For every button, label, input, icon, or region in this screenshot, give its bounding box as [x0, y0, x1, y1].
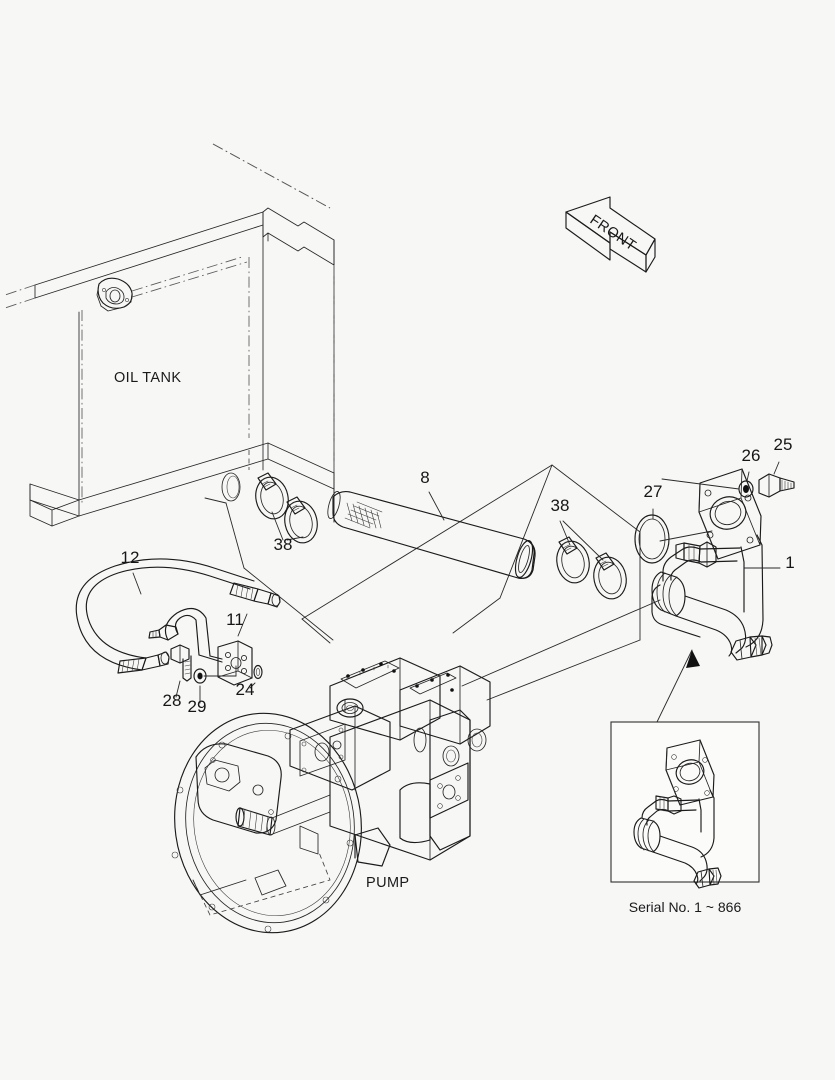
washer-assembly-line — [661, 478, 740, 490]
drain-hose-part-12 — [75, 558, 281, 674]
callout-number-27: 27 — [644, 482, 663, 501]
callout-25-leader — [773, 461, 780, 475]
hose-clamp-left-a — [255, 472, 289, 520]
hose-texture-hatch — [344, 501, 383, 529]
pump-spline-shaft — [235, 794, 331, 836]
bolt-part-28 — [170, 644, 192, 682]
callout-8-leader — [428, 491, 445, 521]
oil-tank-reference: OIL TANK — [4, 143, 335, 527]
drain-hose-fitting-right — [229, 582, 281, 608]
inset-suction-tube-drawing — [633, 739, 722, 889]
callout-number-1: 1 — [785, 553, 794, 572]
oil-tank-outlet-flange — [96, 277, 133, 312]
inset-pointer-line — [656, 649, 693, 723]
callout-number-12: 12 — [121, 548, 140, 567]
callout-38b-leader-1 — [559, 520, 571, 546]
callout-number-25: 25 — [774, 435, 793, 454]
drain-hose-fitting-left — [117, 651, 170, 674]
callout-38a-leader-1 — [271, 511, 284, 541]
callout-26-leader — [746, 471, 750, 482]
assembly-reference-lines — [204, 464, 661, 701]
callout-number-38-right: 38 — [551, 496, 570, 515]
callout-number-26: 26 — [742, 446, 761, 465]
o-ring-part-24 — [253, 664, 263, 680]
callout-28-leader — [175, 680, 181, 698]
callout-11-leader — [237, 613, 248, 637]
callout-number-29: 29 — [188, 697, 207, 716]
tube-nipple-upper — [675, 541, 717, 568]
pump-label: PUMP — [366, 875, 410, 891]
callout-38a-leader-2 — [286, 536, 304, 541]
pipe-nipple-left — [148, 624, 179, 641]
inset-caption: Serial No. 1 ~ 866 — [629, 899, 742, 915]
pump-assembly-reference: PUMP — [171, 657, 491, 934]
pipe-assembly-part-11 — [148, 607, 253, 686]
tank-port-ring — [221, 472, 241, 502]
inset-pointer-arrowhead — [686, 650, 700, 668]
hose-clamp-left-b — [284, 496, 318, 544]
oil-tank-label: OIL TANK — [114, 370, 181, 386]
callout-12-leader — [132, 572, 142, 595]
callout-38b-leader-2 — [562, 520, 604, 561]
callout-24-leader — [249, 682, 256, 689]
callout-number-8: 8 — [420, 468, 429, 487]
callout-number-28: 28 — [163, 691, 182, 710]
callout-number-24: 24 — [236, 680, 255, 699]
suction-tube-part-1 — [651, 468, 773, 661]
suction-hose-part-8 — [327, 490, 536, 579]
callout-number-11: 11 — [226, 610, 244, 629]
callout-number-labels: 1 8 11 12 24 25 26 27 28 29 38 38 — [121, 435, 795, 716]
hose-clamp-right-b — [593, 552, 627, 600]
callout-number-38-left: 38 — [274, 535, 293, 554]
tube-nipple-lower — [730, 635, 773, 661]
callout-27-leader-2 — [659, 530, 713, 542]
inset-detail-box: Serial No. 1 ~ 866 — [610, 649, 760, 915]
hex-bolt-part-25 — [758, 473, 795, 498]
